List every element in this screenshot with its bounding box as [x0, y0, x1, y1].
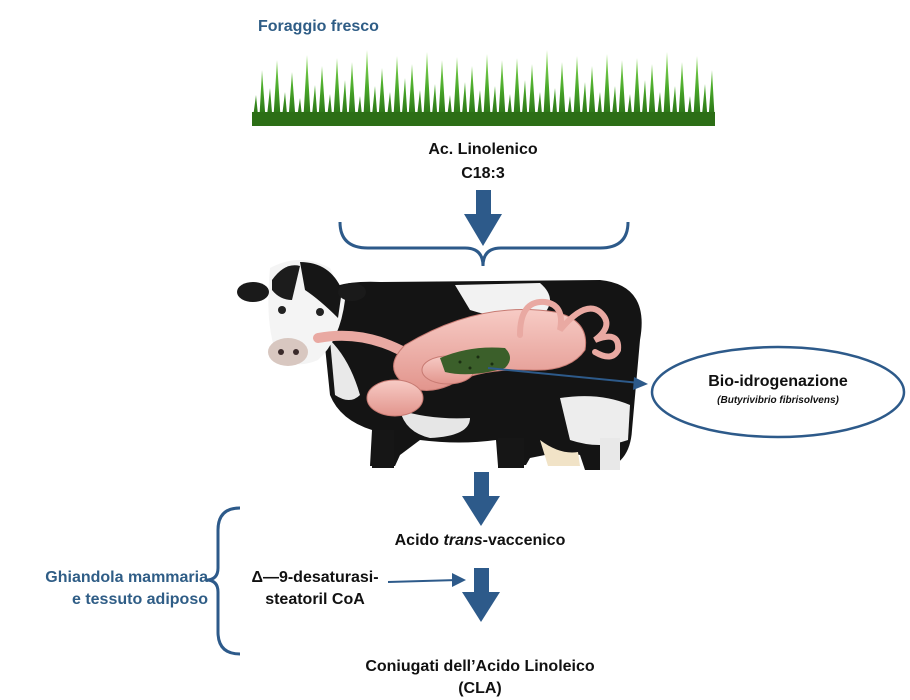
bacterium-name: (Butyrivibrio fibrisolvens) — [660, 395, 896, 406]
enzyme-line2: steatoril CoA — [230, 589, 400, 611]
bio-idrogenazione-label: Bio-idrogenazione (Butyrivibrio fibrisol… — [660, 373, 896, 406]
down-arrow-icon — [464, 190, 502, 246]
tissue-label: Ghiandola mammaria e tessuto adiposo — [8, 567, 208, 611]
down-arrow-icon — [462, 568, 500, 622]
tissue-line2: e tessuto adiposo — [8, 589, 208, 611]
grass-image — [252, 50, 715, 126]
page-title: Foraggio fresco — [258, 18, 379, 36]
enzyme-label: Δ—9-desaturasi- steatoril CoA — [230, 567, 400, 611]
down-arrow-icon — [462, 472, 500, 526]
enzyme-line1: Δ—9-desaturasi- — [230, 567, 400, 589]
cla-line1: Coniugati dell’Acido Linoleico — [330, 656, 630, 678]
linolenic-line1: Ac. Linolenico — [383, 138, 583, 162]
cla-line2: (CLA) — [330, 678, 630, 700]
linolenic-line2: C18:3 — [383, 162, 583, 186]
vaccenic-prefix: Acido — [395, 532, 444, 549]
vaccenic-suffix: -vaccenico — [483, 532, 566, 549]
vaccenic-italic: trans — [444, 532, 483, 549]
tissue-line1: Ghiandola mammaria — [8, 567, 208, 589]
bacterium-name-text: Butyrivibrio fibrisolvens — [720, 395, 835, 406]
bio-idrogenazione-title: Bio-idrogenazione — [660, 373, 896, 391]
linolenic-label: Ac. Linolenico C18:3 — [383, 138, 583, 186]
vaccenic-label: Acido trans-vaccenico — [350, 532, 610, 550]
cla-label: Coniugati dell’Acido Linoleico (CLA) — [330, 656, 630, 700]
cow-image — [237, 260, 642, 470]
